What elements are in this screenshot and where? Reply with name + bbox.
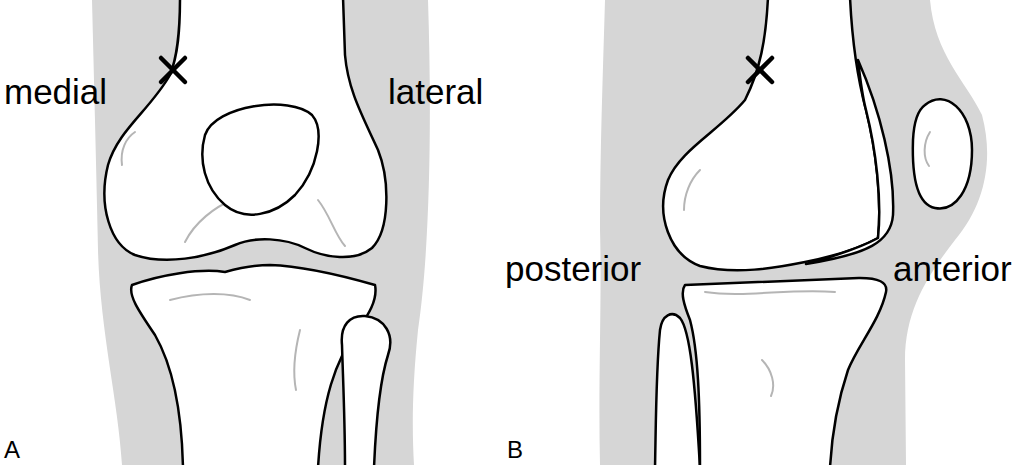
bone-detail bbox=[925, 132, 930, 166]
bone-detail bbox=[684, 170, 700, 210]
cross-mark bbox=[161, 58, 185, 82]
bone-detail bbox=[705, 291, 835, 294]
side-view bbox=[599, 0, 987, 465]
femur bbox=[104, 0, 386, 260]
direction-label: medial bbox=[4, 74, 107, 109]
panel-letter: B bbox=[507, 438, 523, 462]
panel-letter: A bbox=[4, 438, 20, 462]
bone-detail bbox=[122, 132, 135, 165]
femur bbox=[663, 0, 879, 270]
direction-label: lateral bbox=[388, 74, 483, 109]
patella bbox=[913, 99, 972, 208]
patella bbox=[202, 105, 318, 215]
bone-detail bbox=[294, 330, 300, 390]
fibula bbox=[342, 316, 390, 465]
front-view bbox=[92, 0, 430, 465]
direction-label: anterior bbox=[893, 251, 1012, 286]
bone-detail bbox=[318, 200, 345, 246]
tibia bbox=[131, 265, 375, 465]
cross-mark bbox=[748, 58, 772, 82]
tibia bbox=[683, 278, 887, 465]
bone-detail bbox=[170, 294, 250, 300]
bone-detail bbox=[762, 360, 773, 396]
cartilage bbox=[806, 60, 893, 264]
direction-label: posterior bbox=[505, 251, 641, 286]
